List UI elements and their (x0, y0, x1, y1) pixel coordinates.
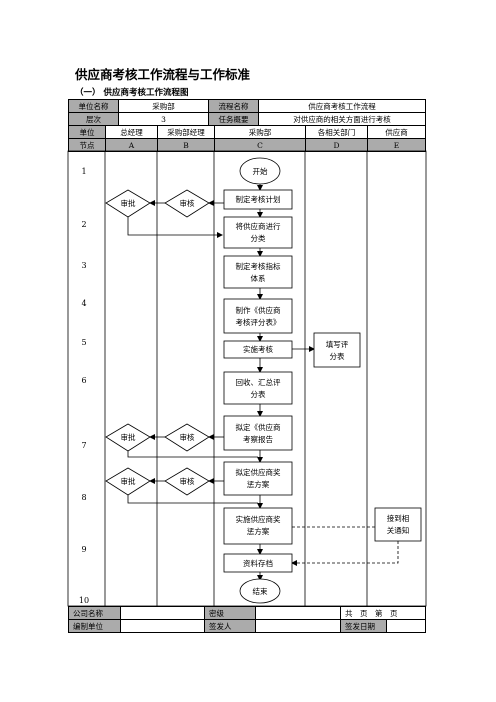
grid-lines (67, 150, 427, 607)
secret-value (255, 606, 341, 620)
secret-label: 密级 (204, 606, 256, 620)
row-number: 8 (81, 493, 86, 502)
review-label: 审核 (180, 432, 195, 442)
step-label: 接到相 (387, 513, 410, 523)
approve-label: 审批 (121, 476, 136, 486)
row-number: 9 (81, 545, 86, 554)
issuer-value (255, 619, 341, 633)
edit-unit-label: 编制单位 (68, 619, 121, 633)
step-label: 分表 (330, 351, 345, 361)
pages-label: 共 页 第 页 (340, 606, 426, 620)
step-label: 惩方案 (247, 526, 270, 536)
step-label: 分表 (251, 389, 266, 399)
edit-unit-value (120, 619, 205, 633)
review-label: 审核 (180, 198, 195, 208)
node-label: 节点 (68, 138, 106, 152)
step-box (223, 415, 293, 451)
step-label: 关通知 (387, 525, 410, 535)
step-label: 将供应商进行 (236, 221, 281, 231)
company-label: 公司名称 (68, 606, 121, 620)
decision-diamond (164, 189, 210, 218)
row-number: 6 (81, 376, 86, 385)
section-subtitle: （一） 供应商考核工作流程图 (75, 88, 189, 98)
step-label: 拟定《供应商 (236, 422, 281, 432)
step-box (223, 189, 293, 210)
step-label: 填写评 (326, 339, 349, 349)
step-label: 回收、汇总评 (236, 377, 281, 387)
step-label: 体系 (251, 273, 266, 283)
step-label: 考察报告 (243, 434, 273, 444)
step-box (223, 507, 293, 545)
step-label: 惩方案 (247, 479, 270, 489)
step-box (223, 216, 293, 249)
step-box (374, 507, 422, 542)
step-label: 实施考核 (243, 344, 273, 354)
flow-shapes (105, 157, 422, 604)
step-box (223, 340, 293, 359)
row-number: 5 (81, 338, 86, 347)
step-box (223, 298, 293, 334)
end-node (239, 578, 281, 604)
approve-label: 审批 (121, 198, 136, 208)
row-number: 1 (81, 167, 86, 176)
step-box (313, 332, 361, 368)
review-label: 审核 (180, 476, 195, 486)
decision-diamond (105, 467, 151, 496)
start-label: 开始 (253, 166, 268, 176)
end-label: 结束 (253, 586, 268, 596)
connectors (127, 184, 315, 581)
decision-diamond (164, 423, 210, 452)
row-number: 3 (81, 261, 86, 270)
step-box (223, 371, 293, 405)
step-label: 制作《供应商 (236, 305, 281, 315)
step-box (223, 255, 293, 289)
step-label: 分类 (251, 233, 266, 243)
step-box (223, 553, 293, 573)
row-number: 4 (81, 299, 86, 308)
start-node (239, 157, 281, 185)
col-node-b: B (157, 138, 215, 152)
row-number: 2 (81, 220, 86, 229)
issuer-label: 签发人 (204, 619, 256, 633)
issue-date-label: 签发日期 (340, 619, 387, 633)
step-label: 拟定供应商奖 (236, 467, 281, 477)
decision-diamond (105, 423, 151, 452)
col-node-e: E (367, 138, 426, 152)
decision-diamond (105, 189, 151, 218)
page-title: 供应商考核工作流程与工作标准 (75, 67, 251, 82)
step-box (223, 461, 293, 496)
issue-date-value (386, 619, 426, 633)
row-number: 7 (81, 441, 86, 450)
step-label: 资料存档 (243, 558, 273, 568)
step-label: 制定考核计划 (236, 194, 281, 204)
step-label: 制定考核指标 (236, 261, 281, 271)
step-label: 考核评分表》 (236, 317, 281, 327)
approve-label: 审批 (121, 432, 136, 442)
row-number: 10 (79, 596, 89, 605)
company-value (120, 606, 205, 620)
step-label: 实施供应商奖 (236, 514, 281, 524)
decision-diamond (164, 467, 210, 496)
